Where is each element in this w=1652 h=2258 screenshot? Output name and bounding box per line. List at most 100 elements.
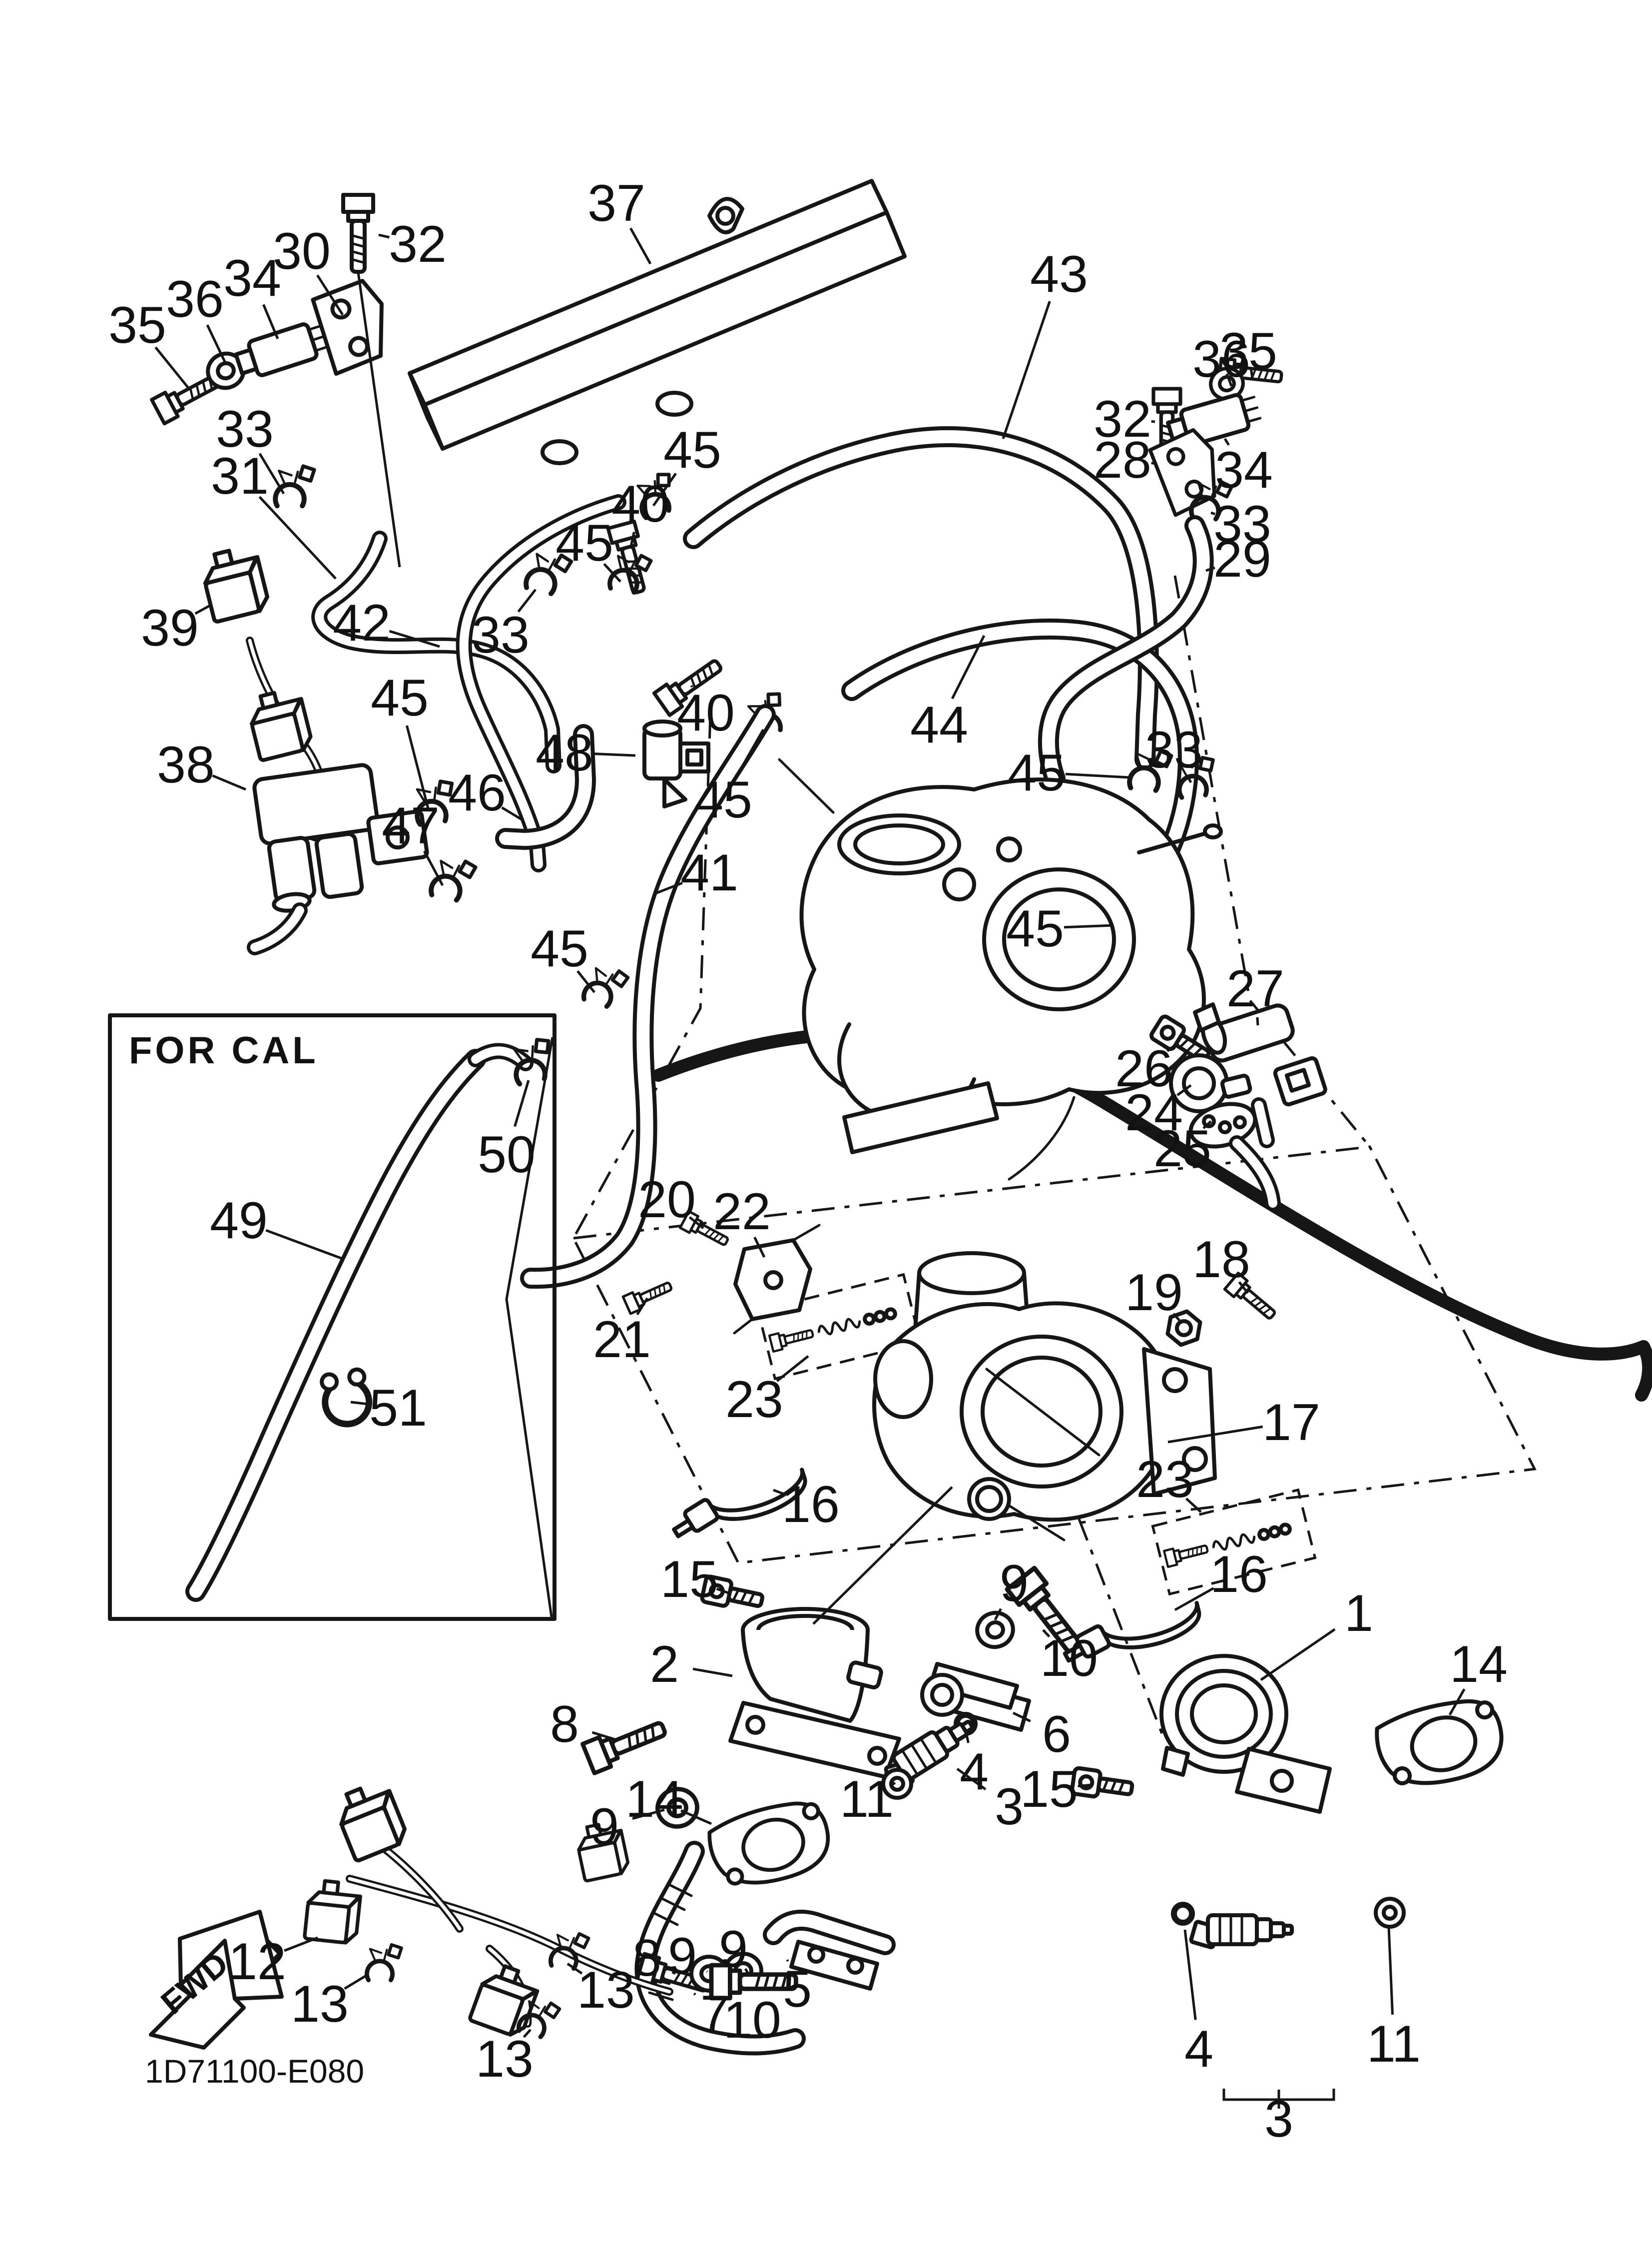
callout-18: 18 [1192,1231,1250,1289]
callout-leader-49 [265,1229,344,1261]
callout-36: 36 [1192,330,1250,388]
callout-leader-17 [1167,1425,1263,1444]
callout-4: 4 [960,1743,989,1801]
callout-leader-30 [316,274,344,316]
callout-32: 32 [389,215,447,273]
pressure-sensor-34 [233,319,330,381]
callout-leader-34 [1223,438,1230,446]
bolt-32 [343,195,373,272]
callout-17: 17 [1262,1394,1320,1452]
callout-33: 33 [216,400,274,458]
callout-3: 3 [1264,2090,1293,2148]
callout-24: 24 [1125,1084,1183,1142]
callout-45: 45 [371,669,429,727]
air-cut-valve-27 [1193,1002,1327,1148]
callout-leader-45 [652,473,677,507]
callout-leader-45 [405,725,430,811]
callout-leader-12 [284,1936,318,1952]
callout-38: 38 [157,736,215,794]
callout-leader-18 [1238,1281,1249,1294]
callout-leader-28 [1151,462,1157,465]
callout-leader-39 [194,604,211,615]
callout-leader-33 [1210,511,1216,516]
callout-10: 10 [723,1991,781,2049]
callout-48: 48 [536,724,593,782]
callout-leader-32 [1151,420,1155,423]
callout-33: 33 [1145,721,1203,779]
assembly-line [812,1486,953,1625]
clip-51 [320,1368,373,1428]
oring-4 [1174,1905,1192,1923]
gasket-14 [1372,1692,1510,1795]
callout-19: 19 [1125,1264,1183,1322]
hose-49 [185,1043,534,1602]
callout-49: 49 [210,1192,268,1250]
callout-leader-21 [636,1297,649,1316]
callout-9: 9 [590,1798,619,1856]
callout-leader-32 [378,233,390,239]
callout-leader-1 [1260,1628,1336,1681]
callout-leader-35 [1249,367,1254,380]
callout-40: 40 [677,684,735,742]
callout-leader-20 [688,1216,704,1229]
callout-16: 16 [1210,1545,1268,1603]
callout-10: 10 [1040,1629,1098,1687]
callout-leader-4 [964,1729,970,1743]
callout-40: 40 [611,475,669,533]
callout-44: 44 [910,696,968,754]
callout-46: 46 [448,764,506,822]
callout-leader-45 [603,563,621,583]
callout-leader-8 [591,1731,617,1741]
callout-15: 15 [660,1550,718,1608]
throttle-position-sensor-22 [733,1224,821,1335]
intake-joint-1 [1159,1654,1332,1814]
pipe-25 [1188,1102,1281,1211]
callout-3: 3 [995,1778,1024,1836]
callout-28: 28 [1094,431,1151,489]
screw-21 [623,1277,674,1314]
callout-12: 12 [228,1933,286,1991]
callout-leader-44 [951,635,986,700]
callout-leader-34 [262,304,279,339]
needle-kit-box-a [756,1273,922,1381]
callout-41: 41 [680,844,738,902]
callout-35: 35 [108,296,166,354]
callout-leader-7 [693,1992,696,1996]
cut-valve-24 [1169,1053,1252,1113]
callout-30: 30 [273,222,331,280]
callout-34: 34 [1215,441,1273,499]
callout-leader-13 [566,1962,583,1975]
throttle-joint-2 [728,1607,901,1779]
callout-leader-9 [632,1808,665,1820]
callout-45: 45 [1008,744,1066,802]
callout-leader-14 [680,1809,712,1825]
callout-leader-37 [629,227,652,265]
callout-26: 26 [1115,1040,1173,1098]
fuel-hose-7 [634,1841,806,2056]
callout-51: 51 [369,1379,427,1437]
callout-leader-43 [1002,301,1051,439]
seal-11 [1376,1899,1404,1927]
clamp-33 [275,466,314,506]
union-bolt-8 [582,1714,669,1773]
hose-29 [1038,515,1214,789]
hose-41 [520,704,776,1289]
callout-leader-36 [206,324,227,365]
callout-8: 8 [632,1929,661,1987]
part-artwork: FWD [108,179,1652,2109]
gasket-14 [704,1794,837,1896]
callout-leader-42 [389,630,440,648]
wire-harness-12 [304,1779,673,2040]
callout-leader-14 [1448,1688,1466,1716]
callout-20: 20 [638,1171,696,1229]
callout-7: 7 [700,1985,729,2043]
for-cal-inner-line [505,1037,554,1617]
callout-leader-33 [517,589,537,613]
region-boundary-line [1078,1518,1165,1739]
washer-9 [973,1608,1017,1651]
callout-36: 36 [166,270,224,328]
callout-leader-29 [1205,566,1215,572]
callout-leader-45 [576,970,595,993]
callout-4: 4 [1184,2020,1213,2078]
